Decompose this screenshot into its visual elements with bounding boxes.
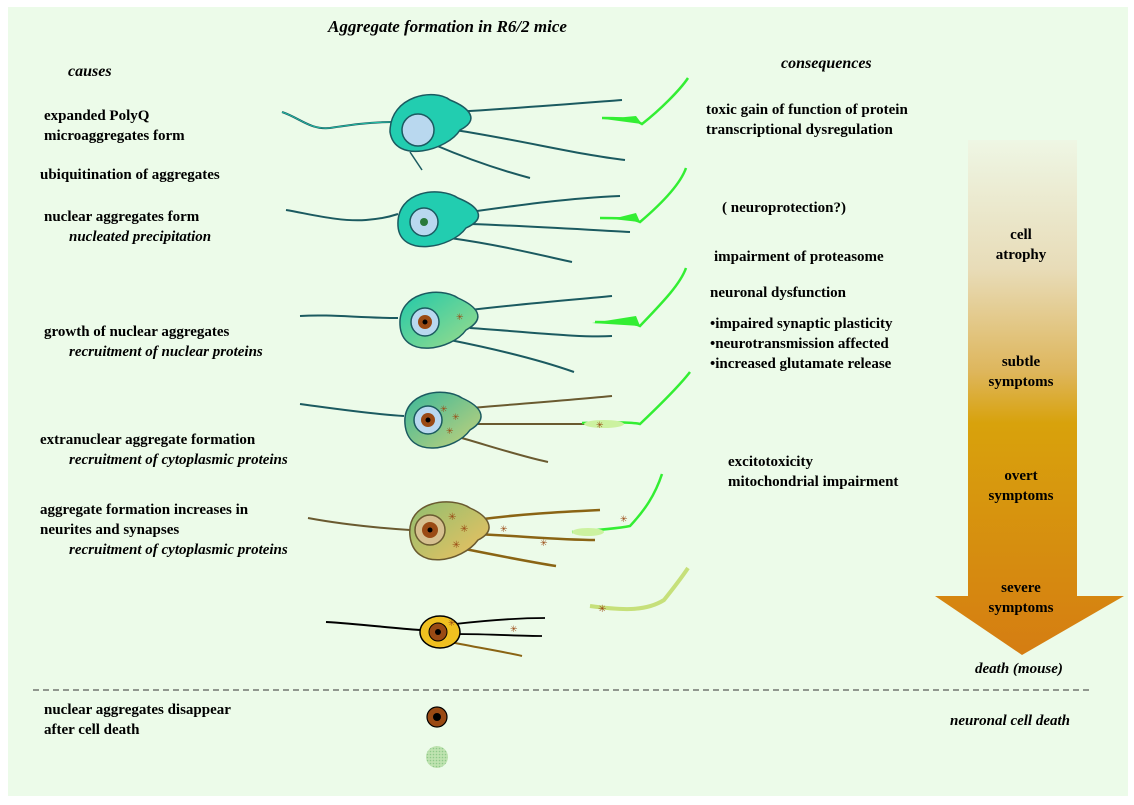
cause-1-line-2: microaggregates form bbox=[44, 126, 185, 146]
stage-overt-symptoms: overt symptoms bbox=[966, 466, 1076, 506]
consequence-synaptic-plasticity: •impaired synaptic plasticity bbox=[710, 314, 892, 334]
cause-3-detail: nucleated precipitation bbox=[69, 227, 211, 247]
consequence-mitochondrial: mitochondrial impairment bbox=[728, 472, 898, 492]
cause-6-line-2: neurites and synapses bbox=[40, 520, 179, 540]
cause-2: ubiquitination of aggregates bbox=[40, 165, 220, 185]
stage-severe-symptoms: severe symptoms bbox=[966, 578, 1076, 618]
cause-6-detail: recruitment of cytoplasmic proteins bbox=[69, 540, 288, 560]
neuronal-cell-death-label: neuronal cell death bbox=[950, 711, 1070, 731]
svg-text:✳: ✳ bbox=[540, 538, 548, 548]
svg-text:✳: ✳ bbox=[456, 312, 464, 322]
consequences-header: consequences bbox=[781, 54, 872, 74]
neuron-stage-6: ✳ ✳ ✳ bbox=[326, 568, 688, 656]
svg-text:✳: ✳ bbox=[460, 524, 468, 535]
consequence-proteasome: impairment of proteasome bbox=[714, 247, 884, 267]
neuron-stage-4: ✳ ✳ ✳ ✳ bbox=[300, 372, 690, 462]
svg-text:✳: ✳ bbox=[598, 604, 606, 615]
dead-cell-remnants bbox=[426, 707, 448, 768]
cause-6-line-1: aggregate formation increases in bbox=[40, 500, 248, 520]
cause-3: nuclear aggregates form bbox=[44, 207, 199, 227]
stage-cell-atrophy: cell atrophy bbox=[966, 225, 1076, 265]
svg-text:✳: ✳ bbox=[452, 540, 460, 551]
cause-4-detail: recruitment of nuclear proteins bbox=[69, 342, 263, 362]
svg-text:✳: ✳ bbox=[500, 524, 508, 534]
cause-1-line-1: expanded PolyQ bbox=[44, 106, 149, 126]
stage-subtle-symptoms: subtle symptoms bbox=[966, 352, 1076, 392]
svg-text:✳: ✳ bbox=[448, 512, 456, 523]
consequence-transcriptional: transcriptional dysregulation bbox=[706, 120, 893, 140]
cause-7-line-2: after cell death bbox=[44, 720, 140, 740]
consequence-excitotoxicity: excitotoxicity bbox=[728, 452, 813, 472]
neuron-stage-3: ✳ bbox=[300, 268, 686, 372]
svg-text:✳: ✳ bbox=[620, 514, 628, 524]
neuron-stage-1 bbox=[282, 78, 688, 178]
consequence-glutamate: •increased glutamate release bbox=[710, 354, 891, 374]
death-mouse-label: death (mouse) bbox=[975, 659, 1063, 679]
consequence-neuronal-dysfunction: neuronal dysfunction bbox=[710, 283, 846, 303]
svg-text:✳: ✳ bbox=[596, 420, 604, 430]
figure-title: Aggregate formation in R6/2 mice bbox=[328, 17, 567, 37]
svg-text:✳: ✳ bbox=[452, 412, 460, 422]
neuron-stage-2 bbox=[286, 168, 686, 262]
causes-header: causes bbox=[68, 62, 112, 82]
consequence-neuroprotection: ( neuroprotection?) bbox=[722, 198, 846, 218]
neuron-stage-5: ✳ ✳ ✳ ✳ ✳ ✳ bbox=[308, 474, 662, 566]
cause-7-line-1: nuclear aggregates disappear bbox=[44, 700, 231, 720]
svg-text:✳: ✳ bbox=[440, 404, 448, 414]
svg-text:✳: ✳ bbox=[446, 426, 454, 436]
cause-4: growth of nuclear aggregates bbox=[44, 322, 229, 342]
cause-5-detail: recruitment of cytoplasmic proteins bbox=[69, 450, 288, 470]
svg-text:✳: ✳ bbox=[448, 618, 456, 628]
svg-text:✳: ✳ bbox=[510, 624, 518, 634]
consequence-toxic-gain: toxic gain of function of protein bbox=[706, 100, 908, 120]
cause-5: extranuclear aggregate formation bbox=[40, 430, 255, 450]
consequence-neurotransmission: •neurotransmission affected bbox=[710, 334, 889, 354]
